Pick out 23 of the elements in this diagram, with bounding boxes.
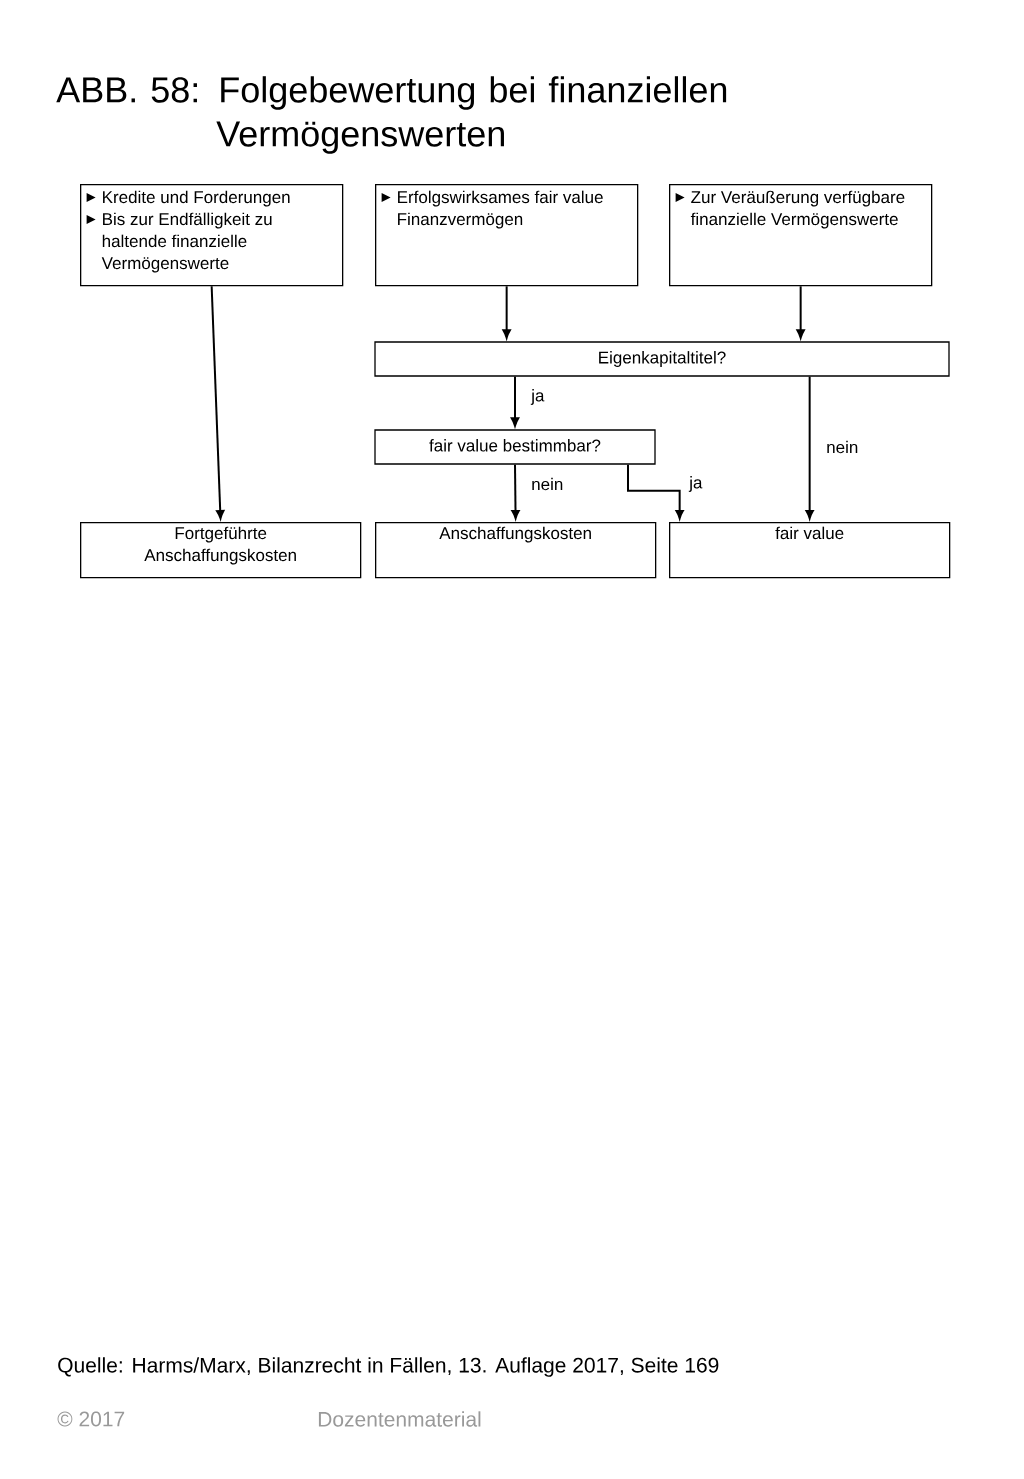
arrow xyxy=(511,463,520,520)
title: ABB. 58: Folgebewertung bei finanziellen Vermögenswerten xyxy=(56,76,727,154)
arrow xyxy=(627,463,684,520)
process-box: Erfolgswirksames fair value Finanzvermögen xyxy=(375,184,639,287)
process-box: fair value xyxy=(669,522,951,579)
process-box: fair value bestimmbar? xyxy=(374,429,656,465)
arrow xyxy=(796,285,805,339)
process-box: Eigenkapitaltitel? xyxy=(374,341,950,377)
arrow xyxy=(210,285,225,520)
footer-text: © 2017 xyxy=(57,1411,125,1427)
arrow xyxy=(510,375,520,427)
process-box: Zur Veräußerung verfügbare finanzielle Vermögenswerte xyxy=(669,184,933,287)
process-box: Fortgeführte Anschaffungskosten xyxy=(80,522,362,579)
process-box: Kredite und Forderungen Bis zur Endfälligkeit zu haltende finanzielle Vermögenswerte xyxy=(80,184,344,287)
edge-label: ja xyxy=(688,475,704,493)
process-box: Anschaffungskosten xyxy=(375,522,657,579)
footer-text: Dozentenmaterial xyxy=(318,1411,481,1427)
edge-label: ja xyxy=(530,388,546,406)
arrow xyxy=(502,285,511,339)
source-note: Quelle: Harms/Marx, Bilanzrecht in Fällen, 13. Auflage 2017, Seite 169 xyxy=(58,1357,719,1377)
arrow xyxy=(805,375,814,520)
edge-label: nein xyxy=(825,439,860,455)
edge-label: nein xyxy=(530,476,565,492)
